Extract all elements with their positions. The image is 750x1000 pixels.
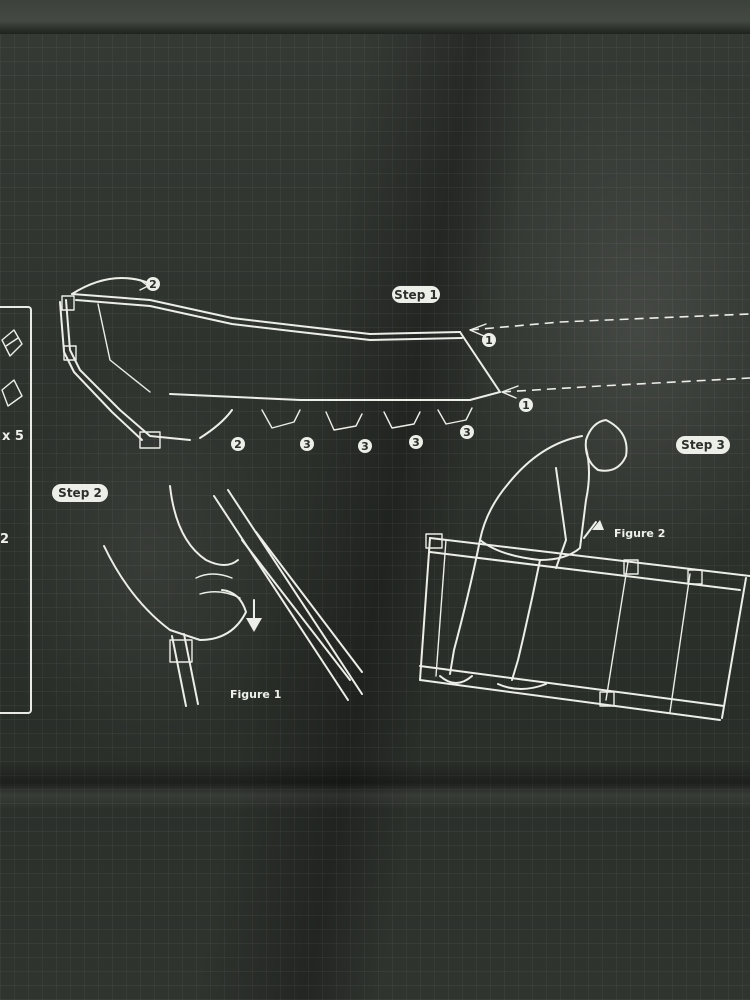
marker-1-label: 1 bbox=[522, 399, 530, 412]
step2-hand-illustration bbox=[103, 485, 363, 707]
marker-2-label: 2 bbox=[234, 438, 242, 451]
cot-frame-drawing bbox=[59, 277, 750, 449]
frame-clip bbox=[261, 407, 473, 431]
parts-partial-text: 2 bbox=[0, 532, 10, 547]
top-seam bbox=[0, 0, 750, 34]
fabric-fold bbox=[0, 760, 750, 810]
step3-label: Step 3 bbox=[681, 438, 725, 452]
marker-3-label: 3 bbox=[303, 438, 311, 451]
marker-3-label: 3 bbox=[463, 426, 471, 439]
figure2-label: Figure 2 bbox=[614, 527, 665, 540]
step1-label: Step 1 bbox=[394, 288, 438, 302]
step1-badge bbox=[392, 286, 440, 303]
step3-badge bbox=[676, 436, 730, 454]
marker-3-label: 3 bbox=[361, 440, 369, 453]
parts-quantity: x 5 bbox=[2, 429, 24, 444]
step2-label: Step 2 bbox=[58, 486, 102, 500]
step2-badge bbox=[52, 484, 108, 502]
marker-3-label: 3 bbox=[412, 436, 420, 449]
marker-1-label: 1 bbox=[485, 334, 493, 347]
step3-person-illustration bbox=[419, 419, 750, 721]
step-marker: 2 1 1 2 3 3 3 3 bbox=[146, 277, 533, 453]
marker-2-label: 2 bbox=[149, 278, 157, 291]
figure1-label: Figure 1 bbox=[230, 688, 281, 701]
part-icon bbox=[1, 329, 23, 407]
parts-list-panel bbox=[0, 306, 32, 714]
